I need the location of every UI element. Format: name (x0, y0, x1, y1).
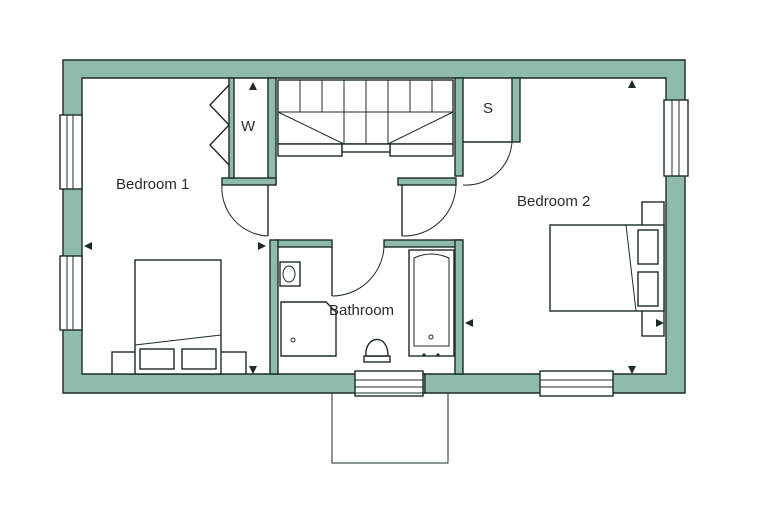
windows (59, 99, 689, 397)
bed-bedroom-1 (111, 259, 247, 375)
balcony-outline (331, 392, 449, 464)
door-swings (221, 141, 513, 297)
room-label-wardrobe: W (241, 118, 256, 135)
room-label-bedroom-2: Bedroom 2 (517, 193, 590, 210)
room-label-bathroom: Bathroom (329, 302, 394, 319)
dimension-markers (84, 80, 664, 374)
bathroom-fixtures (279, 249, 455, 363)
room-label-bedroom-1: Bedroom 1 (116, 176, 189, 193)
staircase (277, 79, 454, 157)
bed-bedroom-2 (549, 201, 665, 337)
interior-walls (221, 77, 521, 394)
wardrobe-doors (209, 84, 230, 166)
room-label-storage: S (483, 100, 493, 117)
